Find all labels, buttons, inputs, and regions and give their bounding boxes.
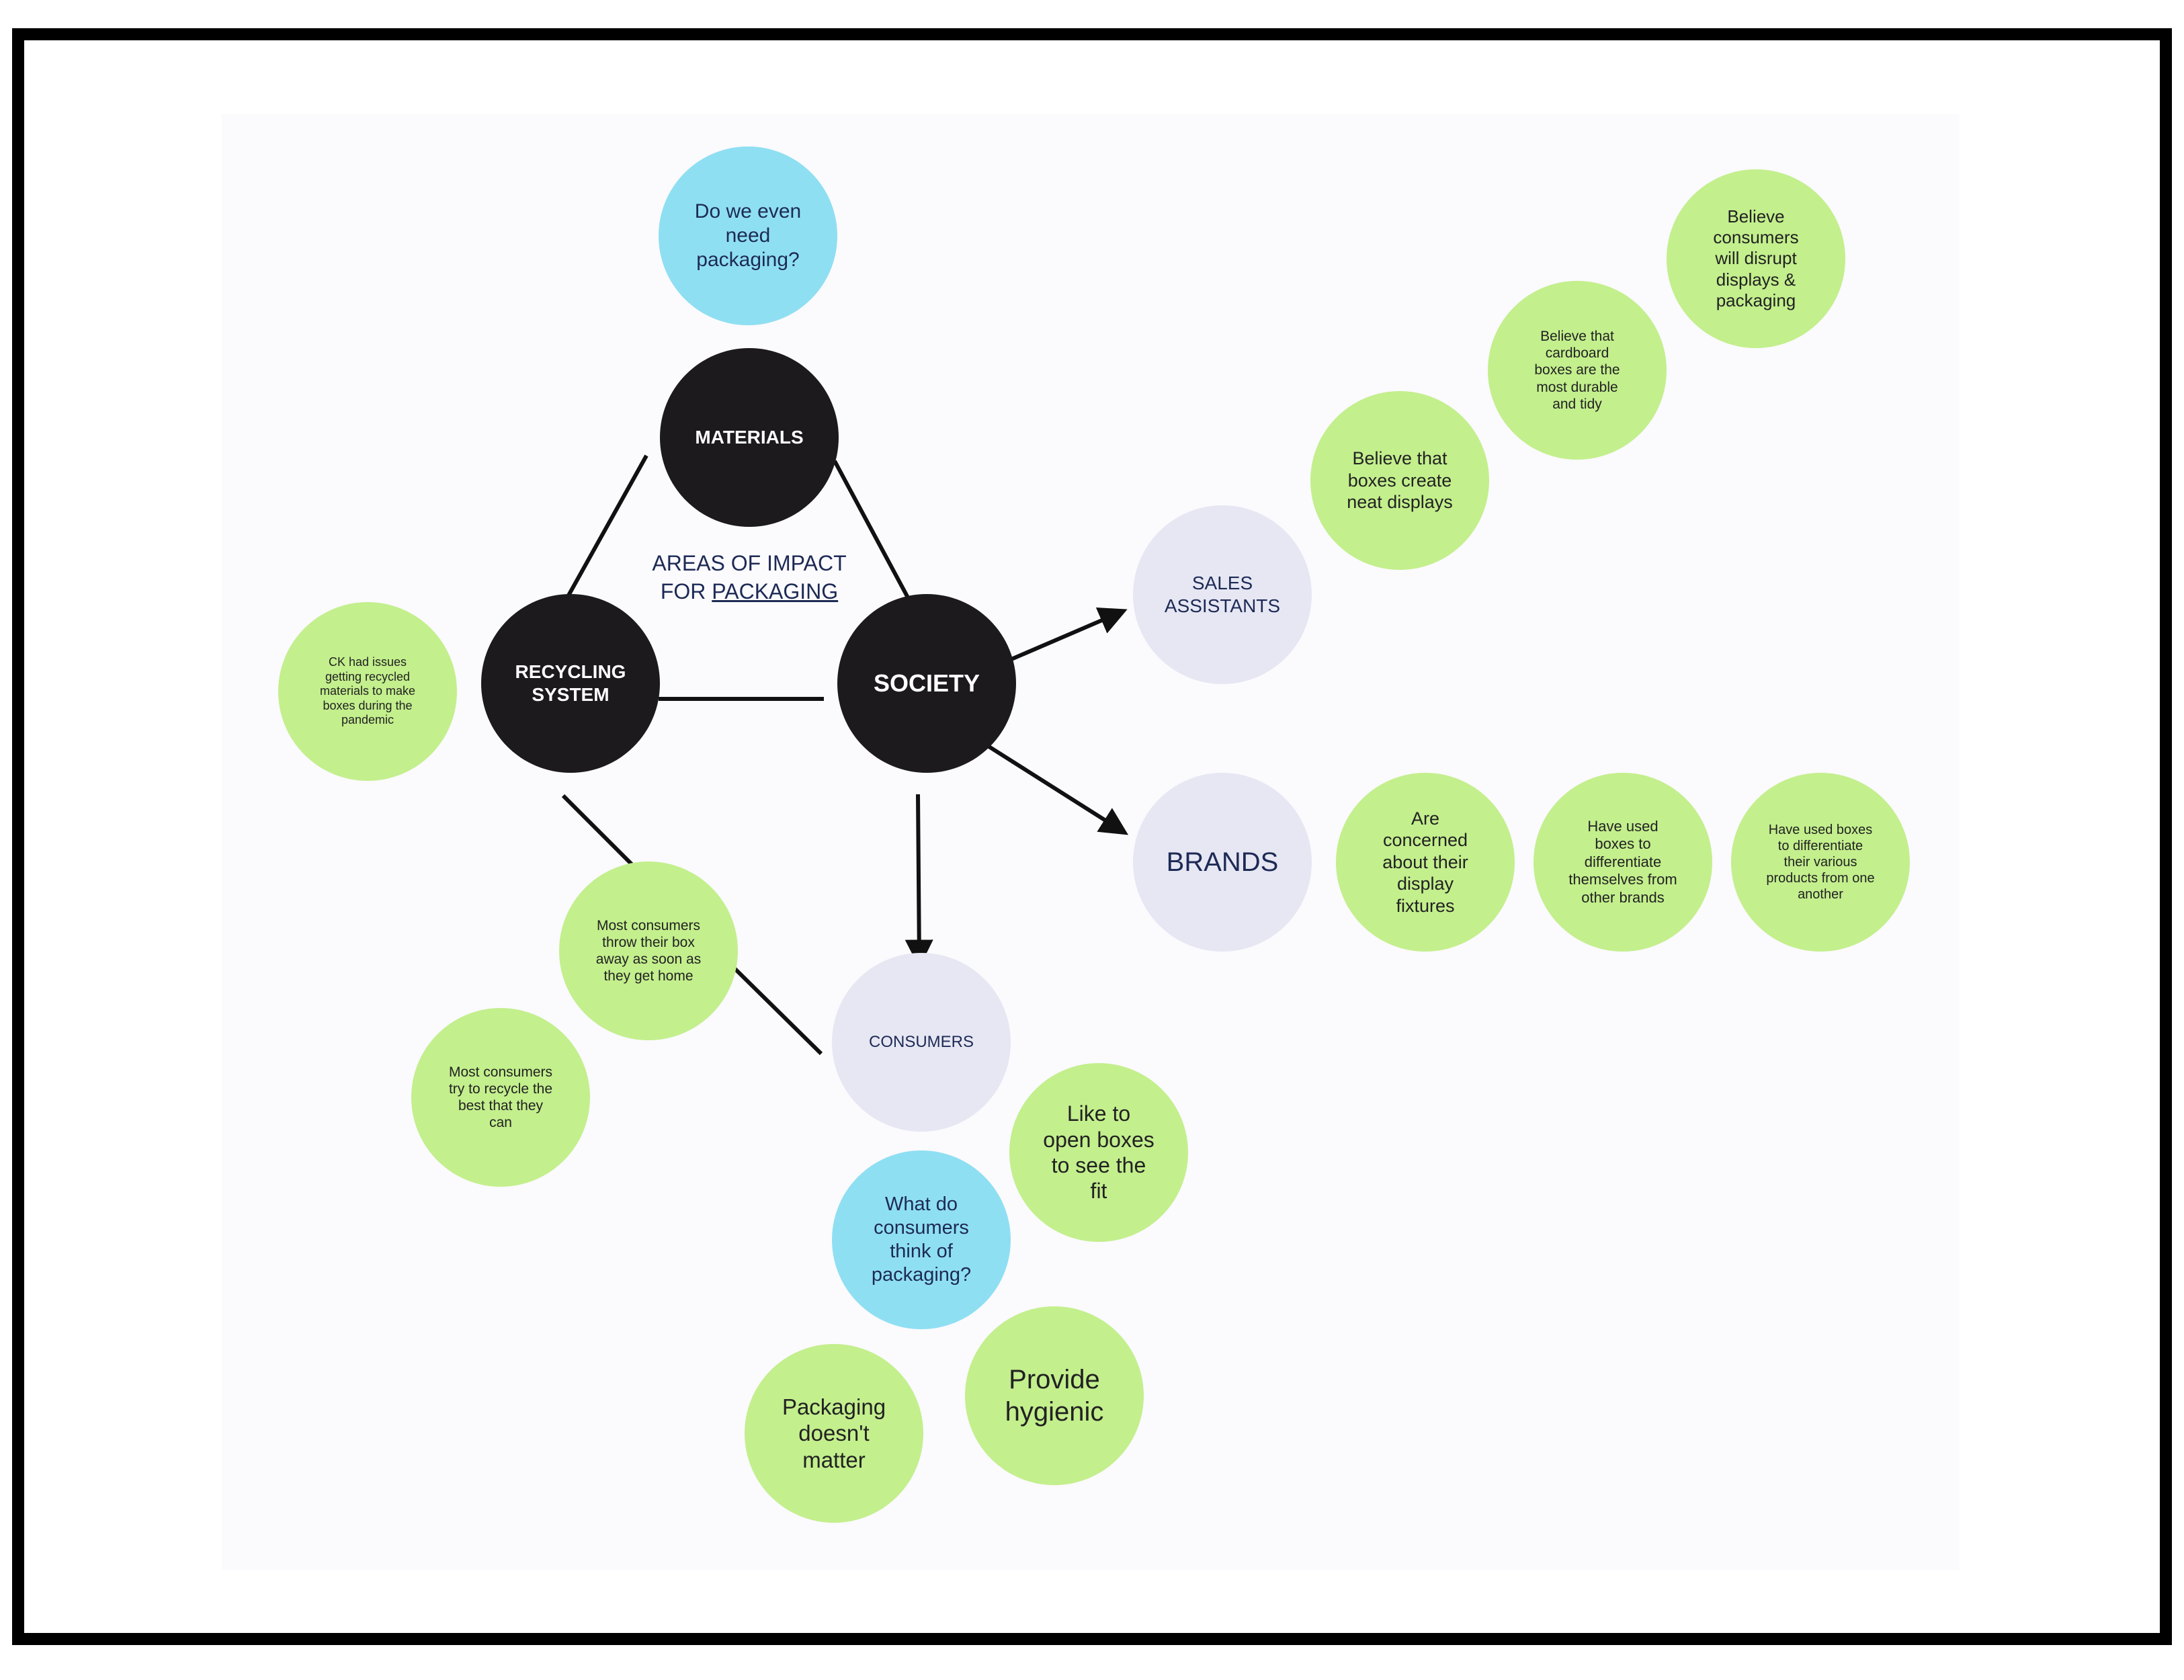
- arrow-society-brands: [986, 744, 1129, 835]
- note-display-fixtures[interactable]: Are concerned about their display fixtur…: [1336, 773, 1515, 952]
- node-society[interactable]: SOCIETY: [837, 594, 1016, 773]
- arrow-society-sales: [1005, 607, 1128, 663]
- group-sales-assistants[interactable]: SALES ASSISTANTS: [1133, 505, 1312, 684]
- note-open-boxes[interactable]: Like to open boxes to see the fit: [1009, 1063, 1188, 1242]
- node-recycling-system[interactable]: RECYCLING SYSTEM: [481, 594, 660, 773]
- for-text: FOR: [660, 579, 712, 603]
- line-materials-recycling: [566, 454, 648, 597]
- note-differentiate-products[interactable]: Have used boxes to differentiate their v…: [1731, 773, 1910, 952]
- note-hygienic[interactable]: Provide hygienic: [965, 1306, 1144, 1485]
- question-consumers-think[interactable]: What do consumers think of packaging?: [832, 1150, 1011, 1329]
- line-throw-box-consumers: [730, 964, 823, 1056]
- group-consumers[interactable]: CONSUMERS: [832, 953, 1011, 1132]
- note-ck-issues[interactable]: CK had issues getting recycled materials…: [278, 602, 457, 781]
- note-try-recycle[interactable]: Most consumers try to recycle the best t…: [411, 1008, 590, 1187]
- note-differentiate-brands[interactable]: Have used boxes to differentiate themsel…: [1534, 773, 1712, 952]
- packaging-link[interactable]: PACKAGING: [712, 579, 839, 603]
- node-materials[interactable]: MATERIALS: [660, 348, 839, 527]
- line-recycling-throw-box: [561, 794, 640, 873]
- note-throw-box[interactable]: Most consumers throw their box away as s…: [559, 862, 738, 1040]
- areas-of-impact-line2: FOR PACKAGING: [625, 578, 874, 606]
- areas-of-impact-label: AREAS OF IMPACT FOR PACKAGING: [625, 550, 874, 605]
- note-cardboard-durable[interactable]: Believe that cardboard boxes are the mos…: [1488, 281, 1667, 460]
- note-neat-displays[interactable]: Believe that boxes create neat displays: [1310, 391, 1489, 570]
- areas-of-impact-line1: AREAS OF IMPACT: [652, 551, 847, 575]
- question-need-packaging[interactable]: Do we even need packaging?: [659, 146, 837, 325]
- arrow-society-consumers: [905, 794, 933, 968]
- note-doesnt-matter[interactable]: Packaging doesn't matter: [745, 1344, 923, 1523]
- group-brands[interactable]: BRANDS: [1133, 773, 1312, 952]
- note-disrupt-displays[interactable]: Believe consumers will disrupt displays …: [1667, 169, 1845, 348]
- line-materials-society: [833, 460, 916, 610]
